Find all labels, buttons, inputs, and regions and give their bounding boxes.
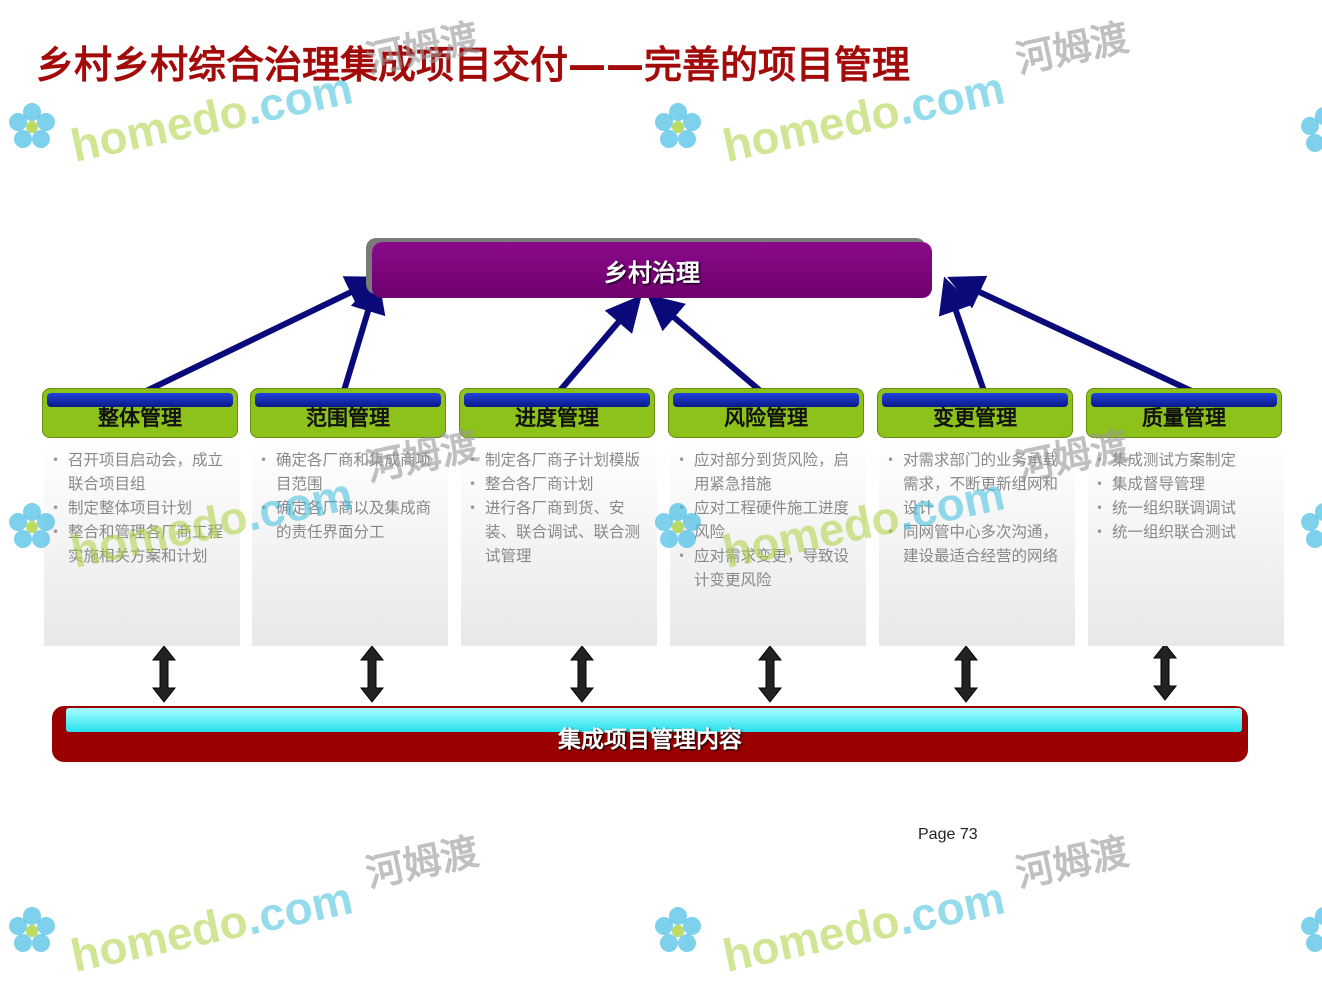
column-header: 变更管理: [877, 388, 1073, 438]
list-item: 统一组织联合测试: [1096, 520, 1280, 544]
flower-logo-icon: [655, 907, 701, 952]
arrow-line: [138, 276, 383, 397]
watermark-cn: 河姆渡: [1012, 17, 1133, 82]
column-header: 风险管理: [668, 388, 864, 438]
top-node-label: 乡村治理: [604, 258, 700, 287]
column-list: 集成测试方案制定 集成督导管理 统一组织联调调试 统一组织联合测试: [1096, 448, 1280, 544]
arrow-line: [938, 276, 988, 395]
flower-logo-icon: [1301, 907, 1322, 952]
watermark-tld: .com: [893, 61, 1010, 135]
bottom-bar-integration-content: 集成项目管理内容: [52, 706, 1248, 762]
column-overall-management: 整体管理 召开项目启动会，成立联合项目组 制定整体项目计划 整合和管理各厂商工程…: [42, 388, 240, 646]
watermark-cn: 河姆渡: [362, 831, 483, 896]
list-item: 召开项目启动会，成立联合项目组: [52, 448, 236, 496]
list-item: 统一组织联调调试: [1096, 496, 1280, 520]
column-list: 确定各厂商和集成商项目范围 确定各厂商以及集成商的责任界面分工: [260, 448, 444, 544]
column-header: 整体管理: [42, 388, 238, 438]
arrow-line: [554, 294, 642, 396]
watermark-cn: 河姆渡: [1012, 831, 1133, 896]
double-arrow: [151, 645, 177, 703]
column-header: 进度管理: [459, 388, 655, 438]
double-arrow: [569, 645, 595, 703]
column-list: 召开项目启动会，成立联合项目组 制定整体项目计划 整合和管理各厂商工程实施相关方…: [52, 448, 236, 568]
list-item: 集成测试方案制定: [1096, 448, 1280, 472]
column-risk-management: 风险管理 应对部分到货风险，启用紧急措施 应对工程硬件施工进度风险 应对需求变更…: [668, 388, 866, 646]
column-title: 整体管理: [98, 406, 182, 430]
arrow-line: [947, 275, 1200, 397]
watermark-brand: homedo: [66, 893, 253, 982]
double-arrow: [953, 645, 979, 703]
column-header: 范围管理: [250, 388, 446, 438]
column-list: 对需求部门的业务承载需求，不断更新组网和设计 同网管中心多次沟通，建设最适合经营…: [887, 448, 1071, 568]
list-item: 整合各厂商计划: [469, 472, 653, 496]
double-arrow: [1152, 643, 1178, 701]
list-item: 制定各厂商子计划模版: [469, 448, 653, 472]
column-title: 风险管理: [724, 406, 808, 430]
list-item: 确定各厂商和集成商项目范围: [260, 448, 444, 496]
watermark-brand: homedo: [718, 83, 905, 172]
column-quality-management: 质量管理 集成测试方案制定 集成督导管理 统一组织联调调试 统一组织联合测试: [1086, 388, 1284, 646]
column-title: 质量管理: [1142, 406, 1226, 430]
page-number: Page 73: [918, 826, 978, 843]
bottom-bar-highlight: [66, 708, 1242, 732]
column-schedule-management: 进度管理 制定各厂商子计划模版 整合各厂商计划 进行各厂商到货、安装、联合调试、…: [459, 388, 657, 646]
list-item: 对需求部门的业务承载需求，不断更新组网和设计: [887, 448, 1071, 520]
column-scope-management: 范围管理 确定各厂商和集成商项目范围 确定各厂商以及集成商的责任界面分工: [250, 388, 448, 646]
arrow-line: [646, 294, 766, 397]
watermark-logo: homedo.com: [66, 870, 357, 982]
flower-logo-icon: [9, 103, 55, 148]
column-title: 变更管理: [933, 406, 1017, 430]
watermark-brand: homedo: [66, 83, 253, 172]
watermark-tld: .com: [893, 871, 1010, 945]
arrow-line: [340, 276, 386, 395]
column-list: 制定各厂商子计划模版 整合各厂商计划 进行各厂商到货、安装、联合调试、联合测试管…: [469, 448, 653, 568]
column-change-management: 变更管理 对需求部门的业务承载需求，不断更新组网和设计 同网管中心多次沟通，建设…: [877, 388, 1075, 646]
watermark-brand: homedo: [718, 893, 905, 982]
flower-logo-icon: [1301, 107, 1322, 152]
list-item: 集成督导管理: [1096, 472, 1280, 496]
list-item: 应对需求变更，导致设计变更风险: [678, 544, 862, 592]
column-title: 进度管理: [515, 406, 599, 430]
column-list: 应对部分到货风险，启用紧急措施 应对工程硬件施工进度风险 应对需求变更，导致设计…: [678, 448, 862, 592]
list-item: 进行各厂商到货、安装、联合调试、联合测试管理: [469, 496, 653, 568]
list-item: 同网管中心多次沟通，建设最适合经营的网络: [887, 520, 1071, 568]
flower-logo-icon: [9, 907, 55, 952]
top-node-rural-governance: 乡村治理: [372, 242, 932, 298]
column-header: 质量管理: [1086, 388, 1282, 438]
watermark-tld: .com: [241, 871, 358, 945]
flower-logo-icon: [655, 103, 701, 148]
flower-logo-icon: [9, 503, 55, 548]
list-item: 制定整体项目计划: [52, 496, 236, 520]
page-title: 乡村乡村综合治理集成项目交付——完善的项目管理: [36, 43, 911, 87]
column-title: 范围管理: [306, 406, 390, 430]
double-arrow: [359, 645, 385, 703]
flower-logo-icon: [655, 503, 701, 548]
flower-logo-icon: [1301, 503, 1322, 548]
double-arrow: [757, 645, 783, 703]
bottom-bar-label: 集成项目管理内容: [558, 727, 742, 753]
list-item: 确定各厂商以及集成商的责任界面分工: [260, 496, 444, 544]
list-item: 整合和管理各厂商工程实施相关方案和计划: [52, 520, 236, 568]
watermark-logo: homedo.com: [718, 870, 1009, 982]
list-item: 应对部分到货风险，启用紧急措施: [678, 448, 862, 496]
